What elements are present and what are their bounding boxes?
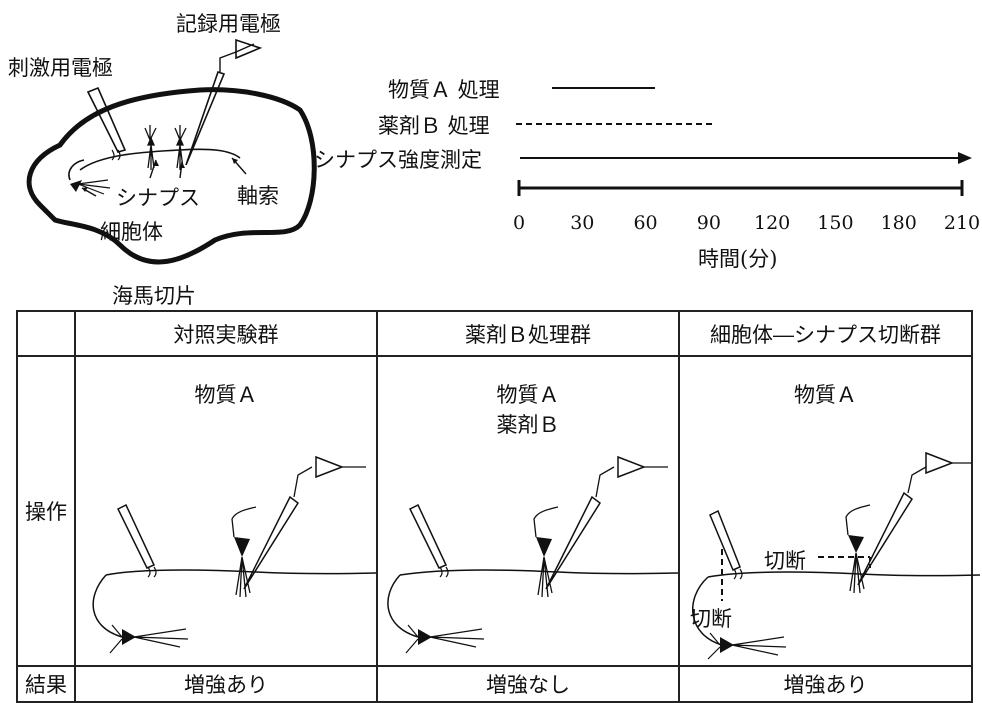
op-text-line1: 物質Ａ xyxy=(496,383,560,407)
time-tick-label: 120 xyxy=(754,212,791,234)
axon-label: 軸索 xyxy=(237,184,279,208)
control-neuron-diagram xyxy=(92,455,377,654)
time-tick-label: 210 xyxy=(943,212,981,234)
neuron-small-2 xyxy=(174,125,187,170)
measure-arrowhead xyxy=(958,152,972,164)
cell-body-label: 細胞体 xyxy=(100,220,163,244)
op-cell-drug-b: 物質Ａ 薬剤Ｂ xyxy=(376,355,680,667)
result-cut: 増強あり xyxy=(678,665,973,703)
op-cell-control: 物質Ａ xyxy=(74,355,378,667)
drug-b-neuron-diagram xyxy=(387,455,679,654)
time-tick-label: 0 xyxy=(512,212,526,234)
op-cell-cut: 物質Ａ 切断 xyxy=(678,355,981,667)
header-control: 対照実験群 xyxy=(74,310,378,357)
small-cell-body xyxy=(70,180,82,192)
header-blank xyxy=(16,310,76,357)
stim-electrode-label: 刺激用電極 xyxy=(8,56,113,80)
header-drug-b: 薬剤Ｂ処理群 xyxy=(376,310,680,357)
result-control: 増強あり xyxy=(74,665,378,703)
record-electrode-slice xyxy=(185,70,226,166)
cut-neuron-diagram xyxy=(692,451,981,660)
time-tick-label: 30 xyxy=(570,212,595,234)
axis-label: 時間(分) xyxy=(698,247,778,271)
cut-label-top: 切断 xyxy=(764,549,806,573)
slice-outline xyxy=(26,87,317,265)
drug-b-label: 薬剤Ｂ 処理 xyxy=(378,114,490,138)
experiment-table: 対照実験群 薬剤Ｂ処理群 細胞体―シナプス切断群 操作 物質Ａ xyxy=(16,310,981,703)
synapse-label: シナプス xyxy=(116,186,200,210)
stim-electrode-slice xyxy=(86,86,127,153)
slice-name-label: 海馬切片 xyxy=(112,284,196,308)
row-label-operation: 操作 xyxy=(16,355,76,667)
result-drug-b: 増強なし xyxy=(376,665,680,703)
time-tick-label: 150 xyxy=(817,212,854,234)
op-text-line1: 物質Ａ xyxy=(794,383,857,407)
row-label-result: 結果 xyxy=(16,665,76,703)
axon-path xyxy=(79,148,241,171)
measure-label: シナプス強度測定 xyxy=(314,148,482,172)
neuron-small-1 xyxy=(144,125,157,170)
substance-a-label: 物質Ａ 処理 xyxy=(388,78,500,102)
time-tick-label: 90 xyxy=(696,212,721,234)
op-text-line1: 物質Ａ xyxy=(194,383,258,407)
op-text-line2: 薬剤Ｂ xyxy=(496,413,560,437)
time-tick-label: 60 xyxy=(633,212,658,234)
record-electrode-label: 記録用電極 xyxy=(176,12,281,36)
header-cut: 細胞体―シナプス切断群 xyxy=(678,310,973,357)
time-tick-label: 180 xyxy=(880,212,917,234)
cut-label-left: 切断 xyxy=(690,607,732,631)
hippocampal-slice-diagram xyxy=(26,38,972,265)
